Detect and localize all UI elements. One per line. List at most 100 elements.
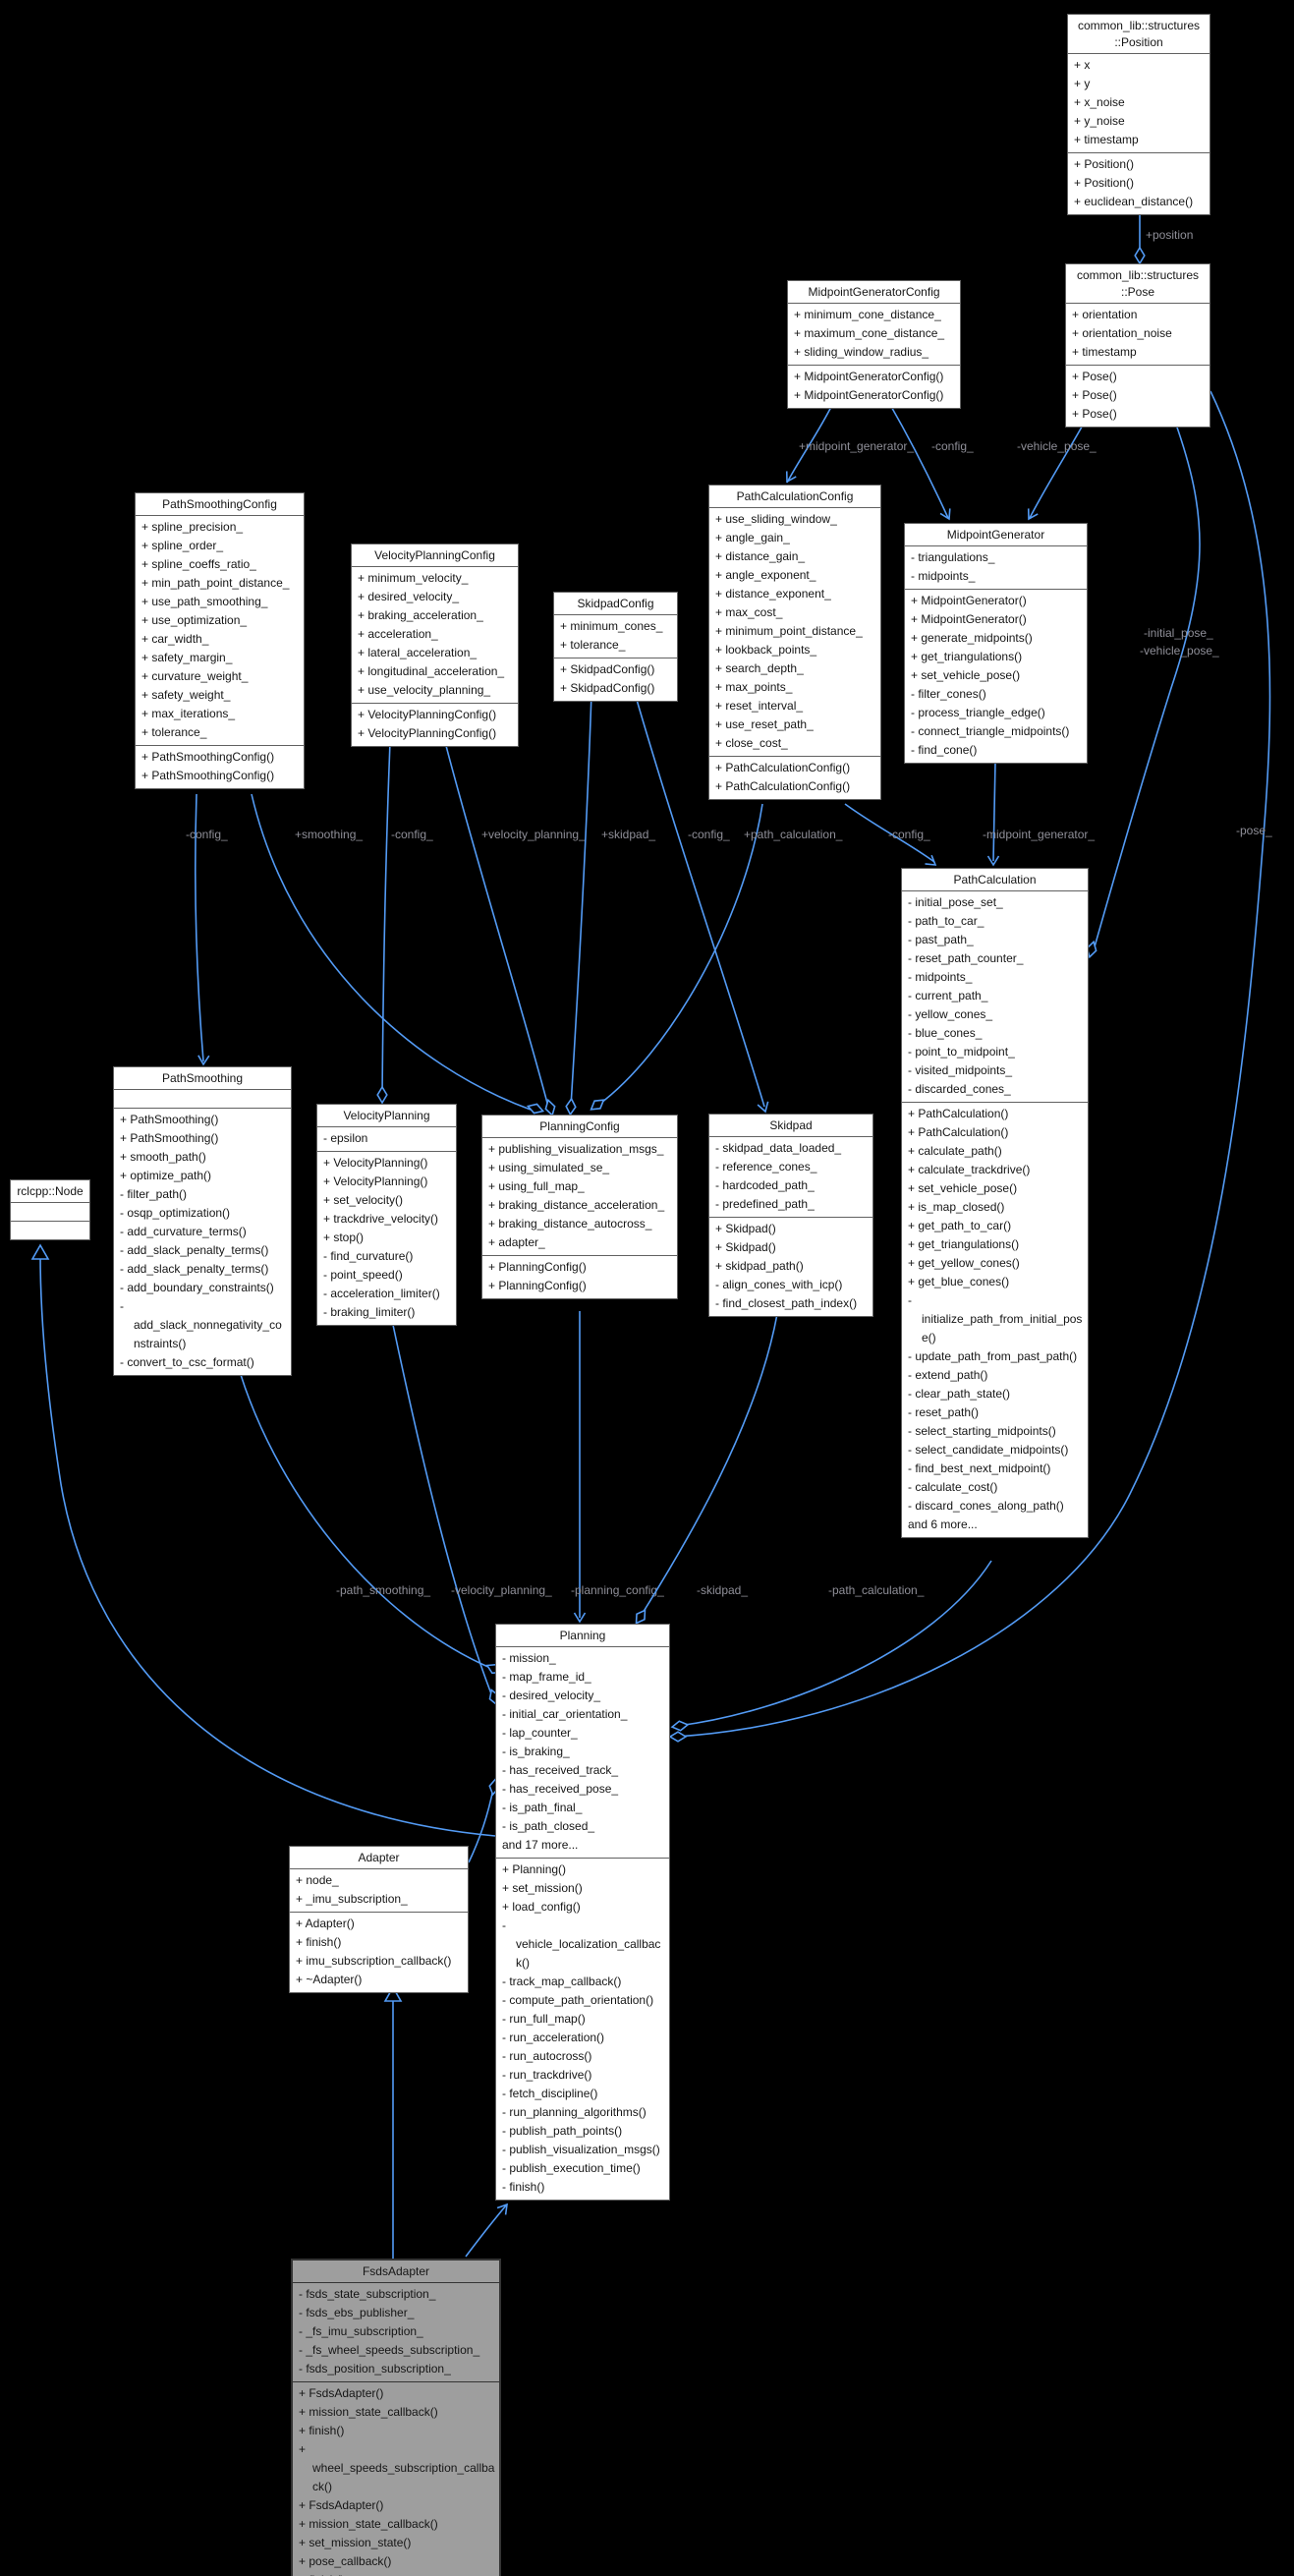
arrow-marker — [1027, 508, 1039, 521]
method-row: - reset_path() — [908, 1405, 980, 1419]
class-title-planning: Planning — [559, 1629, 606, 1642]
class-box-path-smoothing[interactable]: PathSmoothing+ PathSmoothing()+ PathSmoo… — [113, 1066, 292, 1376]
attribute-row: + distance_gain_ — [715, 549, 806, 563]
method-row: + pose_callback() — [299, 2554, 392, 2568]
method-row: - osqp_optimization() — [120, 1206, 231, 1220]
method-row: - align_cones_with_icp() — [715, 1278, 843, 1291]
class-methods-section — [11, 1221, 89, 1239]
edge-label: -config_ — [391, 828, 433, 841]
edge-mgconfig-to-midpointgenerator — [888, 402, 949, 519]
class-box-pose[interactable]: common_lib::structures ::Pose+ orientati… — [1065, 263, 1210, 428]
method-row: - discard_cones_along_path() — [908, 1499, 1064, 1513]
attribute-row: + close_cost_ — [715, 736, 788, 750]
arrow-marker — [573, 1612, 587, 1624]
method-row: + SkidpadConfig() — [560, 662, 655, 676]
method-row: - add_slack_nonnegativity_constraints() — [120, 1299, 282, 1350]
class-box-position[interactable]: common_lib::structures ::Position+ x+ y+… — [1067, 14, 1210, 215]
method-row: - compute_path_orientation() — [502, 1993, 654, 2007]
edge-velocityplanning-to-planning — [392, 1324, 493, 1697]
attribute-row: + angle_exponent_ — [715, 568, 816, 582]
class-methods-section: + PathCalculationConfig()+ PathCalculati… — [709, 756, 880, 799]
method-row: + mission_state_callback() — [299, 2405, 438, 2419]
attribute-row: - is_braking_ — [502, 1745, 570, 1758]
triangle-marker — [30, 1243, 50, 1260]
attribute-row: + angle_gain_ — [715, 531, 790, 544]
class-box-path-calculation[interactable]: PathCalculation- initial_pose_set_- path… — [901, 868, 1089, 1538]
class-box-adapter[interactable]: Adapter+ node_+ _imu_subscription_+ Adap… — [289, 1846, 469, 1993]
method-row: + load_config() — [502, 1900, 581, 1914]
method-row: - vehicle_localization_callback() — [502, 1918, 661, 1970]
method-row: - publish_execution_time() — [502, 2161, 641, 2175]
attribute-row: - path_to_car_ — [908, 914, 985, 928]
method-row: + set_velocity() — [323, 1193, 404, 1207]
class-box-skidpad-config[interactable]: SkidpadConfig+ minimum_cones_+ tolerance… — [553, 592, 678, 702]
attribute-row: + timestamp — [1072, 345, 1137, 359]
attribute-row: - blue_cones_ — [908, 1026, 983, 1040]
class-title-pose: common_lib::structures ::Pose — [1076, 268, 1200, 299]
class-methods-section: + FsdsAdapter() + mission_state_callback(… — [293, 2381, 499, 2576]
edge-skidpad-to-planning — [639, 1313, 778, 1619]
attribute-row: + x — [1074, 58, 1091, 72]
attribute-row: - hardcoded_path_ — [715, 1178, 815, 1192]
class-methods-section: + PathSmoothingConfig()+ PathSmoothingCo… — [136, 745, 304, 788]
edge-pose-to-pathcalculation — [1093, 421, 1201, 951]
attribute-row: - initial_pose_set_ — [908, 895, 1003, 909]
attribute-row: + spline_order_ — [141, 539, 224, 552]
method-row: + PathCalculationConfig() — [715, 779, 851, 793]
attribute-row: - reset_path_counter_ — [908, 951, 1024, 965]
method-row: + VelocityPlanning() — [323, 1156, 428, 1170]
attribute-row: + curvature_weight_ — [141, 669, 249, 683]
method-row: + wheel_speeds_subscription_callback() — [299, 2442, 495, 2493]
edge-label: -config_ — [186, 828, 228, 841]
method-row: + VelocityPlanning() — [323, 1174, 428, 1188]
class-box-planning[interactable]: Planning - mission_- map_frame_id_- desir… — [495, 1624, 670, 2201]
method-row: + skidpad_path() — [715, 1259, 804, 1273]
method-row: + Pose() — [1072, 388, 1117, 402]
method-row: + Position() — [1074, 176, 1135, 190]
class-attributes-section: + x+ y+ x_noise+ y_noise+ timestamp — [1068, 53, 1210, 152]
method-row: + set_mission() — [502, 1881, 583, 1895]
edge-label: +position — [1146, 228, 1193, 242]
class-box-path-calculation-config[interactable]: PathCalculationConfig+ use_sliding_windo… — [708, 485, 881, 800]
method-row: - find_cone() — [911, 743, 978, 757]
method-row: + FsdsAdapter() — [299, 2498, 384, 2512]
attribute-row: - current_path_ — [908, 989, 988, 1002]
attribute-row: + max_cost_ — [715, 605, 783, 619]
class-methods-section: + VelocityPlanningConfig()+ VelocityPlan… — [352, 703, 518, 746]
attribute-row: + orientation — [1072, 308, 1138, 321]
class-attributes-section: + minimum_cone_distance_+ maximum_cone_d… — [788, 303, 960, 365]
method-row: + trackdrive_velocity() — [323, 1212, 439, 1226]
class-box-midpoint-generator-config[interactable]: MidpointGeneratorConfig+ minimum_cone_di… — [787, 280, 961, 409]
method-row: - add_slack_penalty_terms() — [120, 1243, 269, 1257]
method-row: - add_boundary_constraints() — [120, 1281, 274, 1294]
attribute-row: + reset_interval_ — [715, 699, 804, 713]
class-box-rclcpp-node[interactable]: rclcpp::Node — [10, 1179, 90, 1240]
attribute-row: + safety_weight_ — [141, 688, 231, 702]
attribute-row: - point_to_midpoint_ — [908, 1045, 1015, 1059]
edge-label: -path_smoothing_ — [336, 1583, 430, 1597]
class-box-planning-config[interactable]: PlanningConfig+ publishing_visualization… — [481, 1115, 678, 1299]
class-box-velocity-planning-config[interactable]: VelocityPlanningConfig+ minimum_velocity… — [351, 544, 519, 747]
attribute-row: + car_width_ — [141, 632, 209, 646]
method-row: - convert_to_csc_format() — [120, 1355, 254, 1369]
class-title-position: common_lib::structures ::Position — [1077, 19, 1201, 49]
class-box-path-smoothing-config[interactable]: PathSmoothingConfig+ spline_precision_+ … — [135, 492, 305, 789]
edge-label: -initial_pose_ — [1144, 626, 1213, 640]
edge-label: +smoothing_ — [295, 828, 363, 841]
arrow-marker — [197, 1055, 210, 1066]
class-box-skidpad[interactable]: Skidpad- skidpad_data_loaded_- reference… — [708, 1114, 873, 1317]
attribute-row: - _fs_imu_subscription_ — [299, 2324, 423, 2338]
class-box-fsds-adapter[interactable]: FsdsAdapter- fsds_state_subscription_- f… — [291, 2259, 501, 2576]
class-attributes-section: - mission_- map_frame_id_- desired_veloc… — [496, 1646, 669, 1858]
attribute-row: - fsds_state_subscription_ — [299, 2287, 436, 2301]
class-box-midpoint-generator[interactable]: MidpointGenerator- triangulations_- midp… — [904, 523, 1088, 764]
method-row: + PathSmoothingConfig() — [141, 750, 275, 764]
attribute-row: - has_received_pose_ — [502, 1782, 619, 1796]
attribute-row: + use_optimization_ — [141, 613, 248, 627]
class-methods-section: + PathCalculation()+ PathCalculation()+ … — [902, 1102, 1088, 1537]
class-title-path-smoothing: PathSmoothing — [161, 1071, 244, 1085]
class-box-velocity-planning[interactable]: VelocityPlanning- epsilon+ VelocityPlann… — [316, 1104, 457, 1326]
method-row: + set_mission_state() — [299, 2536, 412, 2549]
